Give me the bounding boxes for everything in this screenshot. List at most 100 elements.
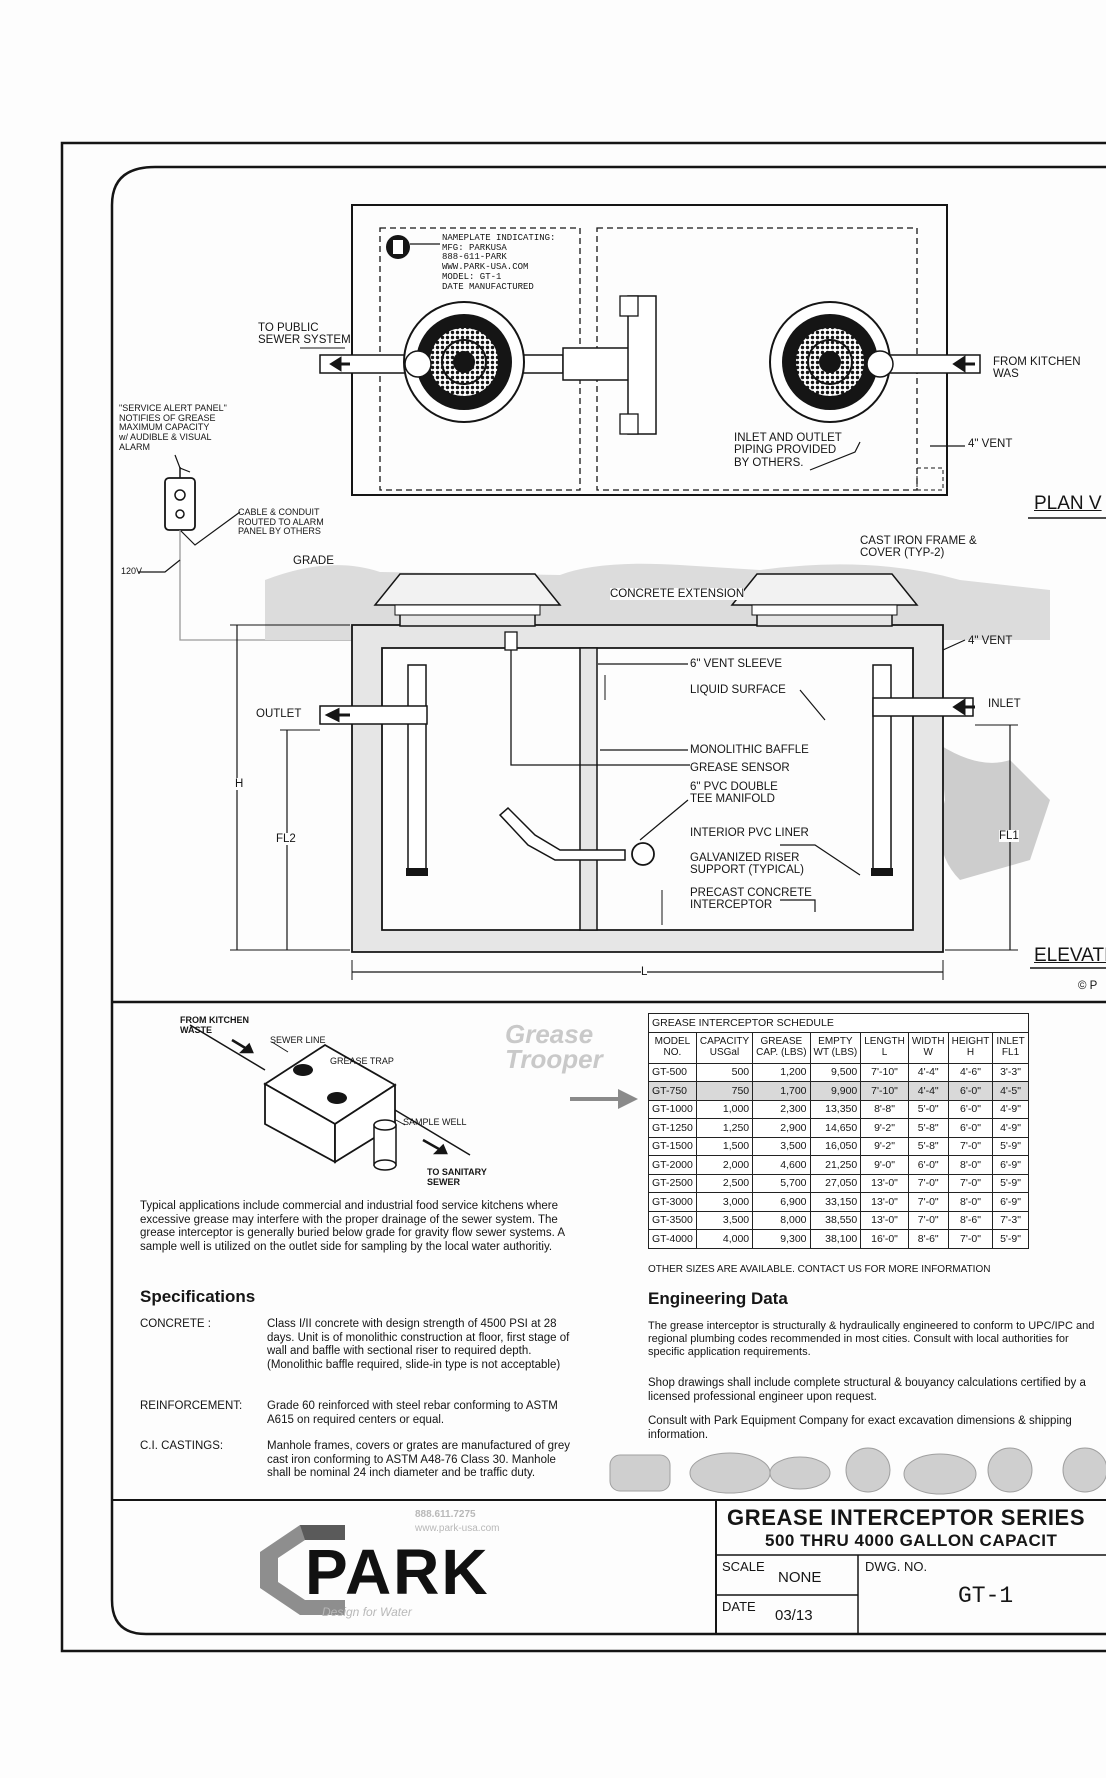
table-cell: 1,000 [695, 1099, 754, 1119]
dwg-no-label: DWG. NO. [865, 1559, 928, 1574]
tank-shell [351, 624, 944, 953]
iso-sample-well-label: SAMPLE WELL [403, 1117, 467, 1127]
table-cell: 3'-3" [992, 1062, 1029, 1082]
dimension-h-label: H [235, 778, 244, 791]
park-logo-text: PARK [305, 1536, 490, 1608]
table-cell: 7'-10" [860, 1062, 909, 1082]
iso-sewer-line-label: SEWER LINE [270, 1035, 326, 1045]
highlight-arrow [570, 1089, 638, 1109]
plan-view-title: PLAN V [1034, 493, 1102, 514]
table-cell: 6'-0" [907, 1155, 949, 1175]
column-header-top: MODEL [654, 1036, 691, 1047]
tee-manifold [498, 806, 626, 861]
table-cell: 2,500 [695, 1173, 754, 1193]
sheet-border-inner [110, 165, 1106, 998]
table-cell: 5'-8" [907, 1136, 949, 1156]
date-value: 03/13 [775, 1607, 813, 1624]
table-cell: 2,000 [695, 1155, 754, 1175]
dimension-fl2-label: FL2 [276, 833, 296, 846]
table-cell: 9,900 [809, 1081, 862, 1101]
table-cell: 8'-6" [907, 1229, 949, 1249]
title-block-subtitle: 500 THRU 4000 GALLON CAPACIT [765, 1531, 1058, 1550]
monolithic-baffle-label: MONOLITHIC BAFFLE [690, 744, 809, 756]
column-header-bottom: FL1 [1001, 1046, 1020, 1058]
table-cell: 6'-9" [992, 1192, 1029, 1212]
grade-label: GRADE [293, 555, 334, 567]
outlet-riser-pipe [407, 664, 427, 876]
table-cell: 4'-4" [907, 1081, 949, 1101]
table-cell: 4'-9" [992, 1118, 1029, 1138]
right-cover-riser [730, 573, 919, 627]
certification-logos-strip [609, 1447, 1106, 1495]
table-cell: 5,700 [752, 1173, 811, 1193]
table-cell: 3,000 [695, 1192, 754, 1212]
table-cell: 4,600 [752, 1155, 811, 1175]
iso-grease-trap-label: GREASE TRAP [330, 1056, 394, 1066]
table-cell: 13'-0" [860, 1192, 909, 1212]
dwg-no-value: GT-1 [958, 1583, 1014, 1609]
table-cell: 3,500 [695, 1210, 754, 1230]
spec-text-concrete: Class I/II concrete with design strength… [267, 1318, 570, 1371]
scale-label: SCALE [722, 1559, 765, 1574]
table-cell: GT-3000 [648, 1192, 697, 1212]
table-cell: 7'-0" [907, 1210, 949, 1230]
table-cell: 9'-2" [860, 1136, 909, 1156]
cast-iron-frame-note: CAST IRON FRAME & COVER (TYP-2) [860, 535, 977, 560]
cable-conduit-note: CABLE & CONDUIT ROUTED TO ALARM PANEL BY… [238, 507, 324, 537]
table-cell: 5'-9" [992, 1173, 1029, 1193]
table-cell: 5'-8" [907, 1118, 949, 1138]
engineering-paragraph-3: Consult with Park Equipment Company for … [648, 1415, 1072, 1441]
table-cell: 9,500 [809, 1062, 862, 1082]
table-cell: 14,650 [809, 1118, 862, 1138]
table-cell: 4,000 [695, 1229, 754, 1249]
bottom-rounded-border [110, 998, 1106, 1636]
outlet-label: OUTLET [256, 708, 302, 720]
plan-manhole-right [769, 301, 891, 423]
schedule-title: GREASE INTERCEPTOR SCHEDULE [648, 1013, 1029, 1033]
column-header-bottom: USGal [709, 1046, 740, 1058]
table-cell: 8,000 [752, 1210, 811, 1230]
table-cell: GT-750 [648, 1081, 697, 1101]
inlet-outlet-piping-note: INLET AND OUTLET PIPING PROVIDED BY OTHE… [734, 432, 842, 469]
interior-liner-label: INTERIOR PVC LINER [690, 827, 809, 839]
table-cell: 8'-6" [947, 1210, 994, 1230]
column-header-top: CAPACITY [699, 1036, 750, 1047]
dimension-l-label: L [641, 966, 648, 979]
sheet-border-outer [60, 141, 1106, 1653]
table-cell: 4'-5" [992, 1081, 1029, 1101]
table-cell: 2,300 [752, 1099, 811, 1119]
table-cell: 7'-0" [907, 1173, 949, 1193]
table-cell: 7'-10" [860, 1081, 909, 1101]
table-cell: GT-4000 [648, 1229, 697, 1249]
column-header-bottom: W [923, 1046, 933, 1058]
spec-text-reinforcement: Grade 60 reinforced with steel rebar con… [267, 1400, 558, 1426]
table-cell: 8'-0" [947, 1192, 994, 1212]
liquid-surface-label: LIQUID SURFACE [690, 684, 786, 696]
table-cell: 4'-9" [992, 1099, 1029, 1119]
table-cell: 7'-0" [947, 1173, 994, 1193]
column-header-bottom: WT (LBS) [813, 1046, 858, 1058]
specifications-heading: Specifications [140, 1287, 256, 1306]
table-cell: 7'-3" [992, 1210, 1029, 1230]
table-cell: 9'-0" [860, 1155, 909, 1175]
column-header-bottom: CAP. (LBS) [756, 1046, 807, 1058]
voltage-label: 120V [121, 566, 143, 576]
precast-interceptor-label: PRECAST CONCRETE INTERCEPTOR [690, 887, 812, 912]
column-header-top: HEIGHT [951, 1036, 990, 1047]
to-public-sewer-label: TO PUBLIC SEWER SYSTEM [258, 322, 351, 347]
column-header-bottom: H [966, 1046, 975, 1058]
title-block-title: GREASE INTERCEPTOR SERIES [727, 1505, 1086, 1530]
table-cell: 16,050 [809, 1136, 862, 1156]
table-cell: 6'-9" [992, 1155, 1029, 1175]
